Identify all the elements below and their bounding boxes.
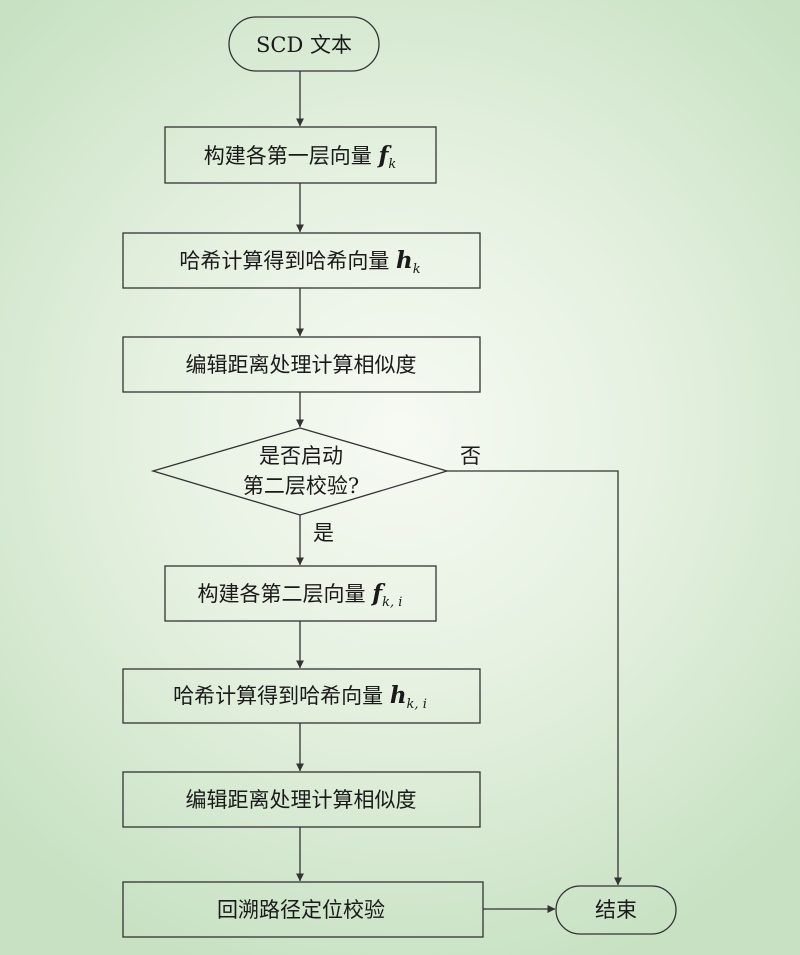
edit-second-process: 编辑距离处理计算相似度 <box>122 771 481 828</box>
build-second-process: 构建各第二层向量 fk, i <box>164 565 437 622</box>
trace-label: 回溯路径定位校验 <box>217 898 385 922</box>
edit-first-label: 编辑距离处理计算相似度 <box>186 353 417 377</box>
hash-second-var: h <box>390 682 407 709</box>
start-label: SCD 文本 <box>256 33 352 57</box>
edit-second-label: 编辑距离处理计算相似度 <box>186 788 417 812</box>
decision-diamond: 是否启动 第二层校验? <box>150 427 450 516</box>
hash-second-process: 哈希计算得到哈希向量 hk, i <box>122 668 481 724</box>
connectors <box>296 71 622 913</box>
decision-line1: 是否启动 <box>259 444 343 468</box>
build-second-label: 构建各第二层向量 fk, i <box>198 580 403 610</box>
end-terminal: 结束 <box>555 885 677 935</box>
hash-first-process: 哈希计算得到哈希向量 hk <box>122 232 481 289</box>
build-second-sub: k, i <box>382 595 402 610</box>
edit-first-process: 编辑距离处理计算相似度 <box>122 336 481 393</box>
build-first-sub: k <box>388 157 396 172</box>
hash-first-label: 哈希计算得到哈希向量 hk <box>179 247 420 277</box>
hash-second-sub: k, i <box>407 697 427 712</box>
edge-decision-no <box>447 470 622 886</box>
decision-line2: 第二层校验? <box>243 474 359 498</box>
no-label: 否 <box>460 444 481 468</box>
trace-process: 回溯路径定位校验 <box>122 881 484 938</box>
build-first-label: 构建各第一层向量 fk <box>204 142 397 172</box>
hash-first-sub: k <box>413 262 421 277</box>
hash-second-label: 哈希计算得到哈希向量 hk, i <box>173 682 427 712</box>
yes-label: 是 <box>313 521 334 545</box>
end-label: 结束 <box>595 898 637 922</box>
start-terminal: SCD 文本 <box>228 16 380 72</box>
hash-first-var: h <box>396 247 413 274</box>
build-first-process: 构建各第一层向量 fk <box>164 126 437 184</box>
